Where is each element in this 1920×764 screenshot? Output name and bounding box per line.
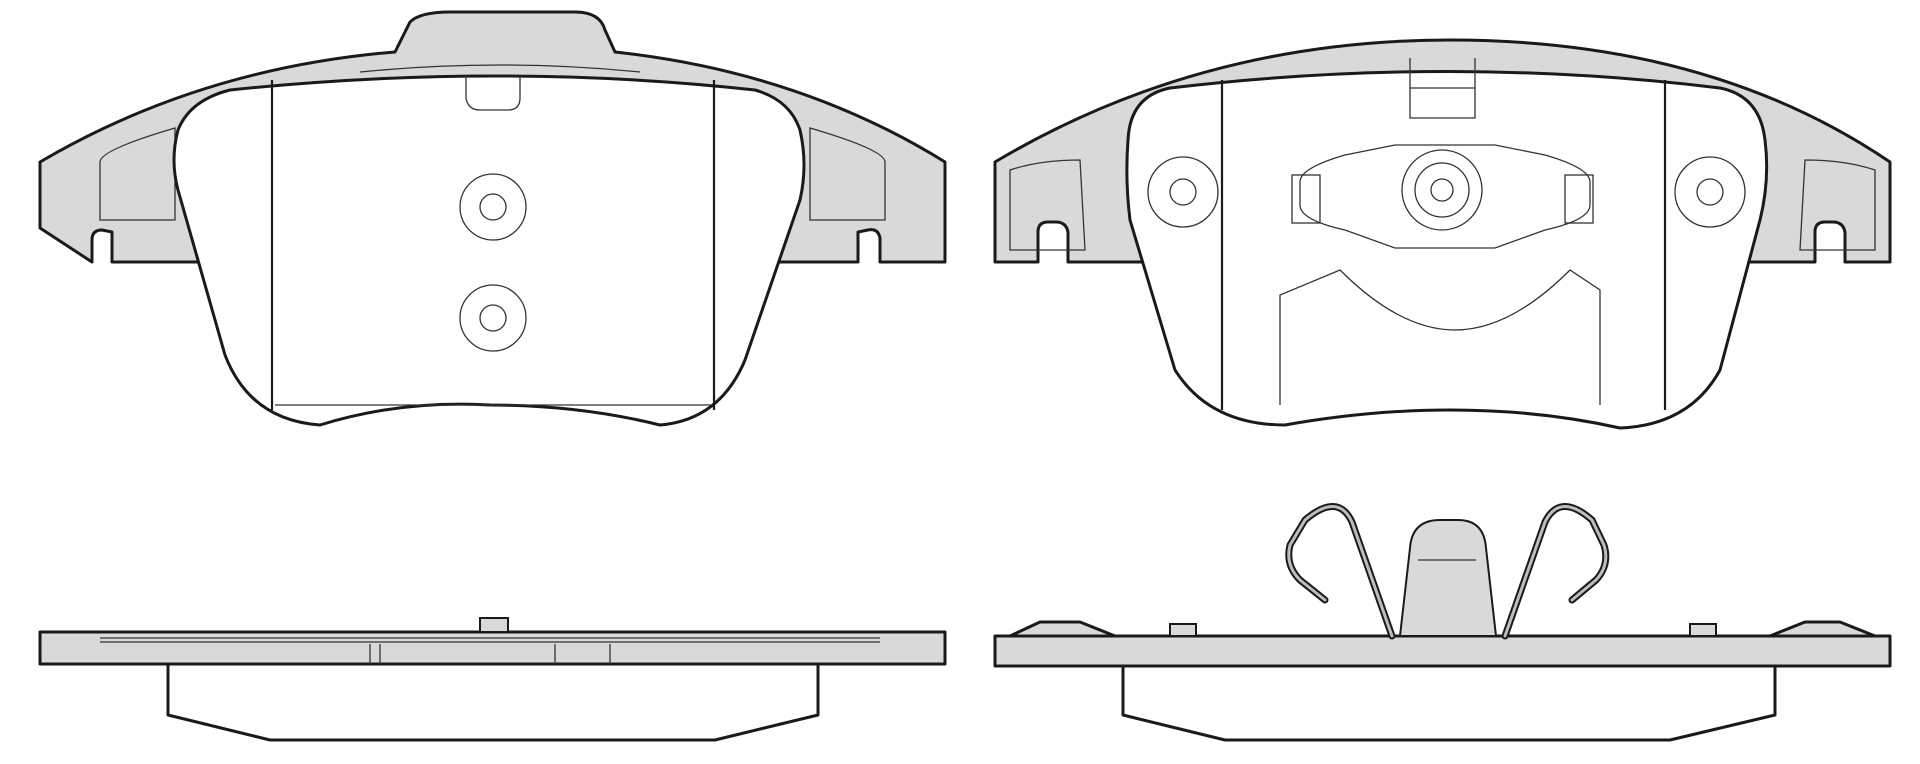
pad-back-view-right [993,38,1892,430]
top-notch [465,76,521,111]
rivet-upper-inner [479,193,507,221]
rivet-lower-inner [479,304,507,332]
ear-cutout-right [1799,159,1876,251]
backing-plate-side [993,634,1892,668]
friction-pad-side [1121,664,1777,742]
spring-clip-right-core [1503,505,1608,638]
center-bolt-inner [1430,178,1454,202]
spring-clip-left [1285,503,1396,640]
ear-cutout-left [1009,159,1086,251]
bottom-relief-outline [1279,269,1601,405]
friction-pad [172,74,806,427]
pad-side-view-left [38,617,947,742]
spring-clip-right [1501,503,1610,640]
rivet-lower [459,284,527,352]
rivet-left-inner [1169,178,1197,206]
wear-indicator-tab [479,617,509,633]
rivet-upper [459,173,527,241]
plate-end-bevel-left [1008,620,1117,638]
center-bolt-outer [1401,149,1483,231]
backing-plate-side [38,630,947,666]
clip-block [1398,519,1498,637]
pad-side-view-right [993,503,1892,742]
friction-pad-side [166,662,820,742]
pad-front-view-left [38,10,947,427]
plate-inner-edge [359,64,641,73]
clip-tab-left [1291,174,1321,224]
rivet-right-inner [1696,178,1724,206]
clip-mount-body [1299,144,1591,249]
plate-ear-recess-right [809,127,886,221]
rivet-left-outer [1147,156,1219,228]
wear-indicator-tab-right [1689,623,1717,637]
friction-pad [1125,70,1769,430]
plate-end-bevel-right [1768,620,1877,638]
spring-clip-left-core [1287,505,1394,638]
rivet-right-outer [1674,156,1746,228]
clip-tab-right [1564,174,1594,224]
wear-indicator-tab-left [1169,623,1197,637]
center-bolt-mid [1414,162,1470,218]
